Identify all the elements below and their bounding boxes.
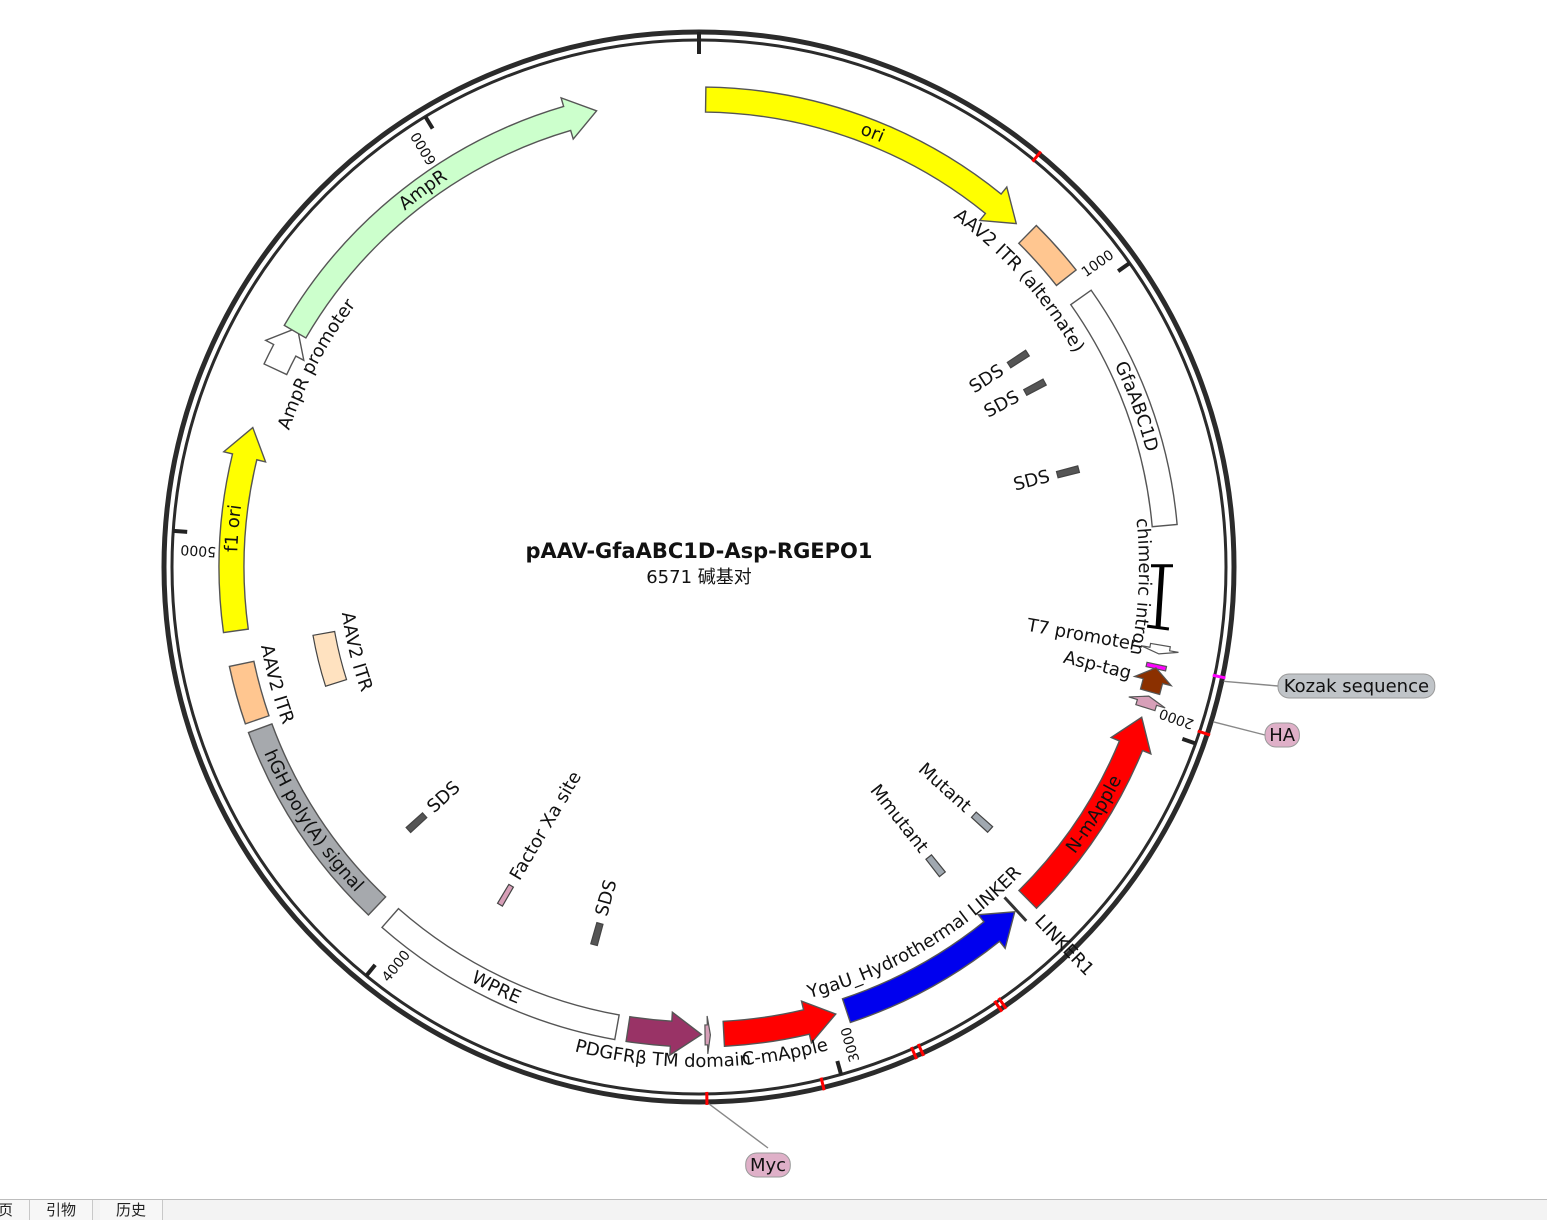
feature-chimeric-intron-6[interactable] xyxy=(1158,566,1162,628)
feature-sds-20[interactable] xyxy=(591,923,603,946)
tick-label-3000: 3000 xyxy=(838,1025,863,1064)
tick-label-6000: 6000 xyxy=(408,129,440,168)
tick-5000 xyxy=(173,531,187,532)
feature-label-f1-ori: f1 ori xyxy=(221,503,246,552)
feature-label-sds: SDS xyxy=(591,877,621,918)
feature-label-hgh-poly-a-signal: hGH poly(A) signal xyxy=(259,746,367,896)
callout-label-myc: Myc xyxy=(750,1155,786,1176)
feature-sds-4[interactable] xyxy=(1024,379,1046,395)
feature-mmutant-15[interactable] xyxy=(926,855,945,877)
tick-4000 xyxy=(366,965,375,976)
feature-ampr-28[interactable] xyxy=(284,98,596,338)
feature-sds-3[interactable] xyxy=(1007,350,1029,368)
feature-sds-23[interactable] xyxy=(406,813,427,833)
callout-label-ha: HA xyxy=(1269,725,1296,746)
tick-2000 xyxy=(1182,739,1195,744)
feature-label-aav2-itr-alternate: AAV2 ITR (alternate) xyxy=(950,205,1089,357)
feature-label-n-mapple: N-mApple xyxy=(1062,772,1126,858)
feature-label-sds: SDS xyxy=(981,387,1023,423)
tick-label-4000: 4000 xyxy=(379,948,414,986)
feature-kozak-sequence-8-leader xyxy=(1224,681,1278,686)
feature-label-factor-xa-site: Factor Xa site xyxy=(506,768,586,884)
feature-mutant-14[interactable] xyxy=(971,812,992,832)
callout-label-kozak-sequence: Kozak sequence xyxy=(1284,676,1429,697)
feature-label-t7-promoter: T7 promoter xyxy=(1024,615,1139,656)
feature-label-aav2-itr: AAV2 ITR xyxy=(337,611,377,695)
tab-history[interactable]: 历史 xyxy=(100,1200,163,1220)
tick-label-5000: 5000 xyxy=(180,541,217,559)
feature-label-sds: SDS xyxy=(423,777,464,817)
plasmid-name: pAAV-GfaABC1D-Asp-RGEPO1 xyxy=(525,539,872,563)
tab-map[interactable]: 页 xyxy=(0,1200,30,1220)
feature-label-mutant: Mutant xyxy=(914,759,975,817)
feature-ha-10[interactable] xyxy=(1129,696,1165,711)
feature-myc-17-leader xyxy=(709,1104,768,1148)
feature-gfaabc1d-2[interactable] xyxy=(1071,290,1177,526)
tick-label-2000: 2000 xyxy=(1157,705,1196,732)
feature-factor-xa-site-21[interactable] xyxy=(498,884,514,906)
tick-label-1000: 1000 xyxy=(1079,247,1117,281)
tick-3000 xyxy=(837,1061,841,1074)
feature-asp-tag-9[interactable] xyxy=(1134,668,1171,695)
tab-primers[interactable]: 引物 xyxy=(30,1200,93,1220)
feature-label-sds: SDS xyxy=(1011,466,1052,495)
tick-1000 xyxy=(1118,263,1129,271)
bottom-tab-bar: 页 引物 历史 xyxy=(0,1199,1547,1220)
feature-label-mmutant: Mmutant xyxy=(866,780,933,857)
feature-myc-17[interactable] xyxy=(705,1016,711,1054)
feature-ha-10-leader xyxy=(1213,722,1265,735)
plasmid-length: 6571 碱基对 xyxy=(646,567,752,588)
feature-sds-5[interactable] xyxy=(1056,466,1079,478)
tick-6000 xyxy=(425,117,432,129)
